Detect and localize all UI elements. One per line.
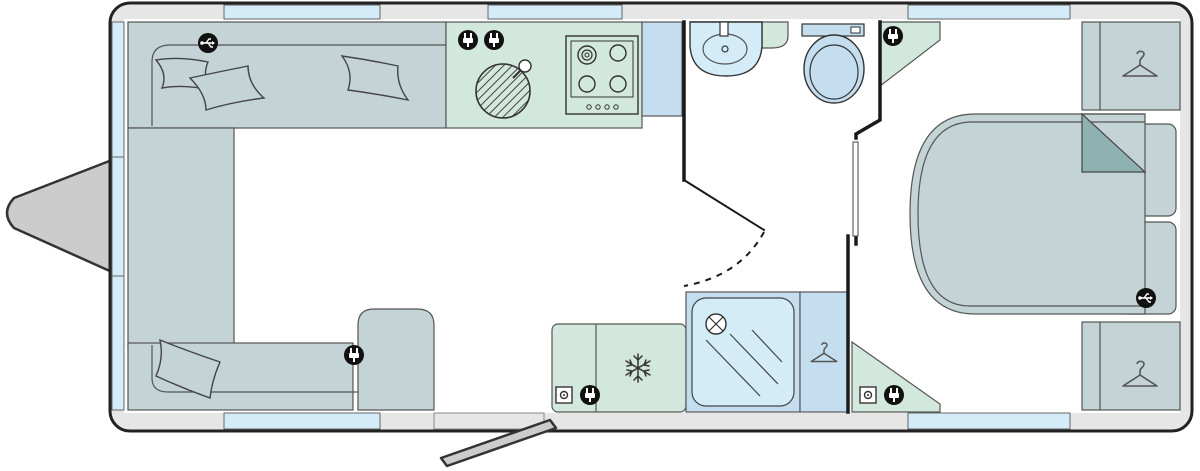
socket-icon [484, 30, 504, 50]
cupboard-panel [641, 21, 683, 117]
kitchen-sink-icon [475, 59, 532, 119]
cushion [340, 55, 410, 102]
wardrobe-bottom [1081, 321, 1181, 411]
tv-point-icon [555, 386, 573, 404]
shower-icon [685, 291, 801, 413]
sink-icon [689, 21, 763, 77]
bedspread-fold [1081, 112, 1147, 173]
washroom [685, 21, 941, 413]
washroom-door-swing [683, 231, 765, 287]
tv-point-icon [859, 386, 877, 404]
bedroom [909, 21, 1181, 411]
kitchen [445, 21, 683, 129]
socket-icon [344, 345, 364, 365]
tow-hitch [5, 158, 114, 274]
socket-icon [883, 26, 903, 46]
fridge-unit [551, 323, 687, 413]
entrance-door [439, 418, 558, 468]
window-top-1 [223, 4, 381, 20]
toilet-icon [801, 23, 865, 104]
lounge-seating [127, 21, 447, 411]
socket-icon [458, 30, 478, 50]
window-bottom-1 [223, 412, 381, 430]
interior-walls [682, 20, 882, 414]
hob-icon [565, 35, 639, 115]
socket-icon [580, 385, 600, 405]
socket-icon [884, 385, 904, 405]
window-top-3 [907, 4, 1071, 20]
usb-icon [197, 32, 219, 54]
wardrobe-top [1081, 21, 1181, 111]
window-bottom-2 [907, 412, 1071, 430]
washbasin-counter [690, 21, 789, 49]
usb-icon [1135, 287, 1157, 309]
window-top-2 [487, 4, 623, 20]
window-front [111, 21, 125, 411]
cushion [188, 65, 266, 111]
windows [111, 4, 1071, 430]
sliding-door [852, 141, 859, 237]
cushion [155, 338, 221, 399]
hanger-icon [810, 342, 838, 363]
fridge-snowflake-icon [625, 353, 651, 383]
